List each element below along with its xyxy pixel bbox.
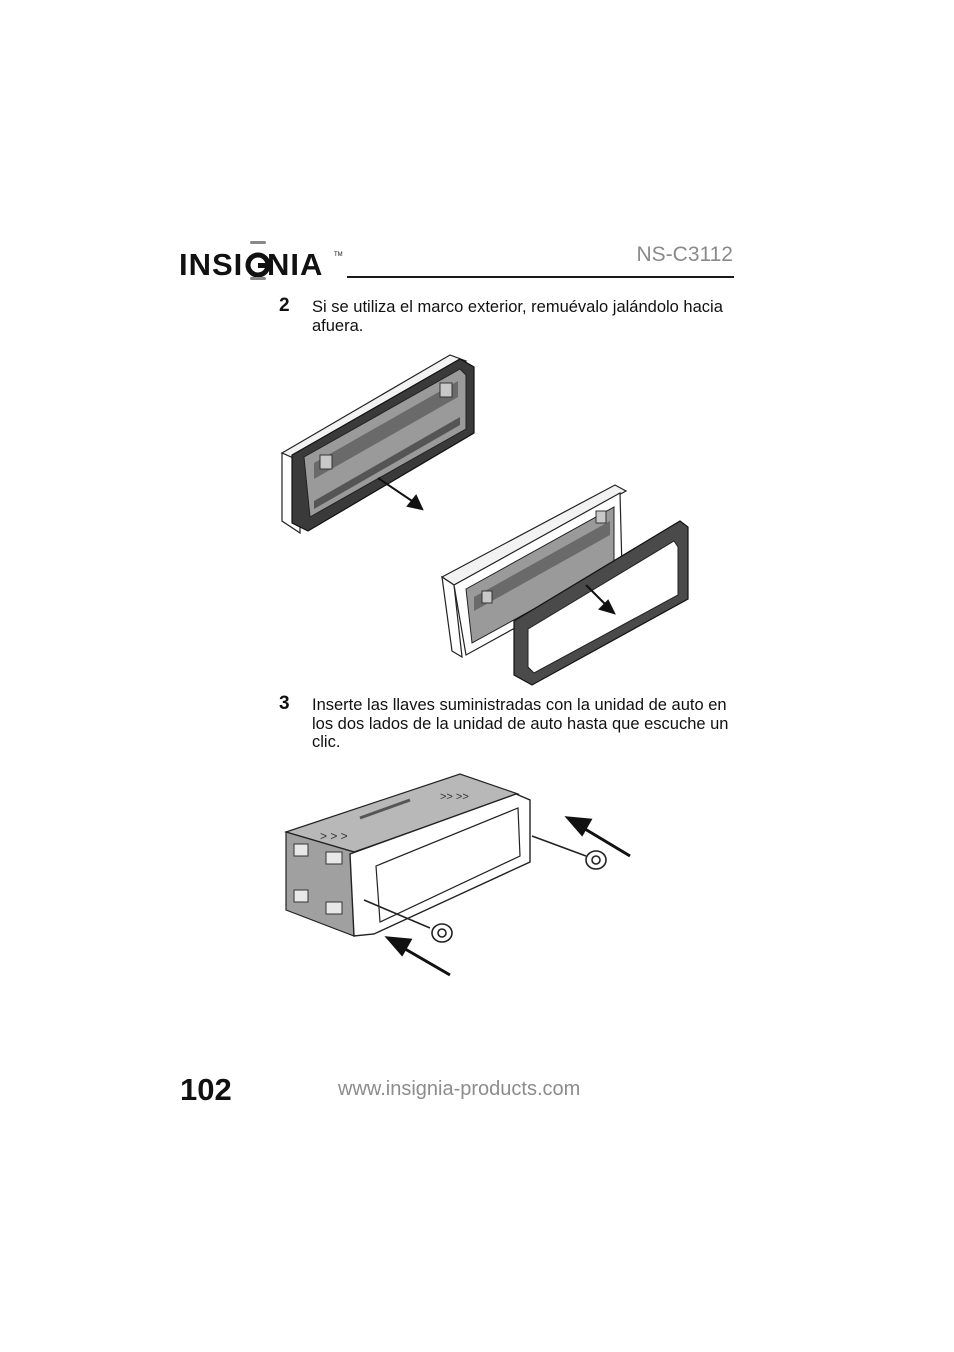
step-text: Si se utiliza el marco exterior, remuéva… xyxy=(312,298,723,335)
step-text: Inserte las llaves suministradas con la … xyxy=(312,696,729,751)
radio-unit-top xyxy=(280,354,475,535)
svg-text:> > >: > > > xyxy=(320,829,348,843)
radio-chassis: > > > >> >> xyxy=(283,773,520,937)
arrow-insert xyxy=(564,816,631,858)
svg-text:NIA: NIA xyxy=(267,247,323,280)
arrow-out xyxy=(585,584,616,615)
release-key-left xyxy=(363,899,453,943)
key-insertion-illustration: > > > >> >> xyxy=(283,773,631,977)
front-frame xyxy=(349,793,531,937)
arrow-insert xyxy=(384,936,451,977)
page-number: 102 xyxy=(180,1072,232,1107)
header-rule xyxy=(347,276,734,278)
svg-text:INSI: INSI xyxy=(179,247,243,280)
frame-removal-illustration xyxy=(280,354,689,686)
model-number: NS-C3112 xyxy=(636,243,734,266)
svg-text:TM: TM xyxy=(334,252,343,258)
insignia-logo: INSI NIA TM xyxy=(179,241,343,280)
release-key-right xyxy=(531,835,607,870)
radio-unit-bottom xyxy=(440,484,628,659)
website-url: www.insignia-products.com xyxy=(338,1078,581,1100)
step-number: 2 xyxy=(279,295,290,316)
arrow-out xyxy=(377,477,424,511)
svg-text:>> >>: >> >> xyxy=(440,791,469,803)
step-number: 3 xyxy=(279,693,290,714)
